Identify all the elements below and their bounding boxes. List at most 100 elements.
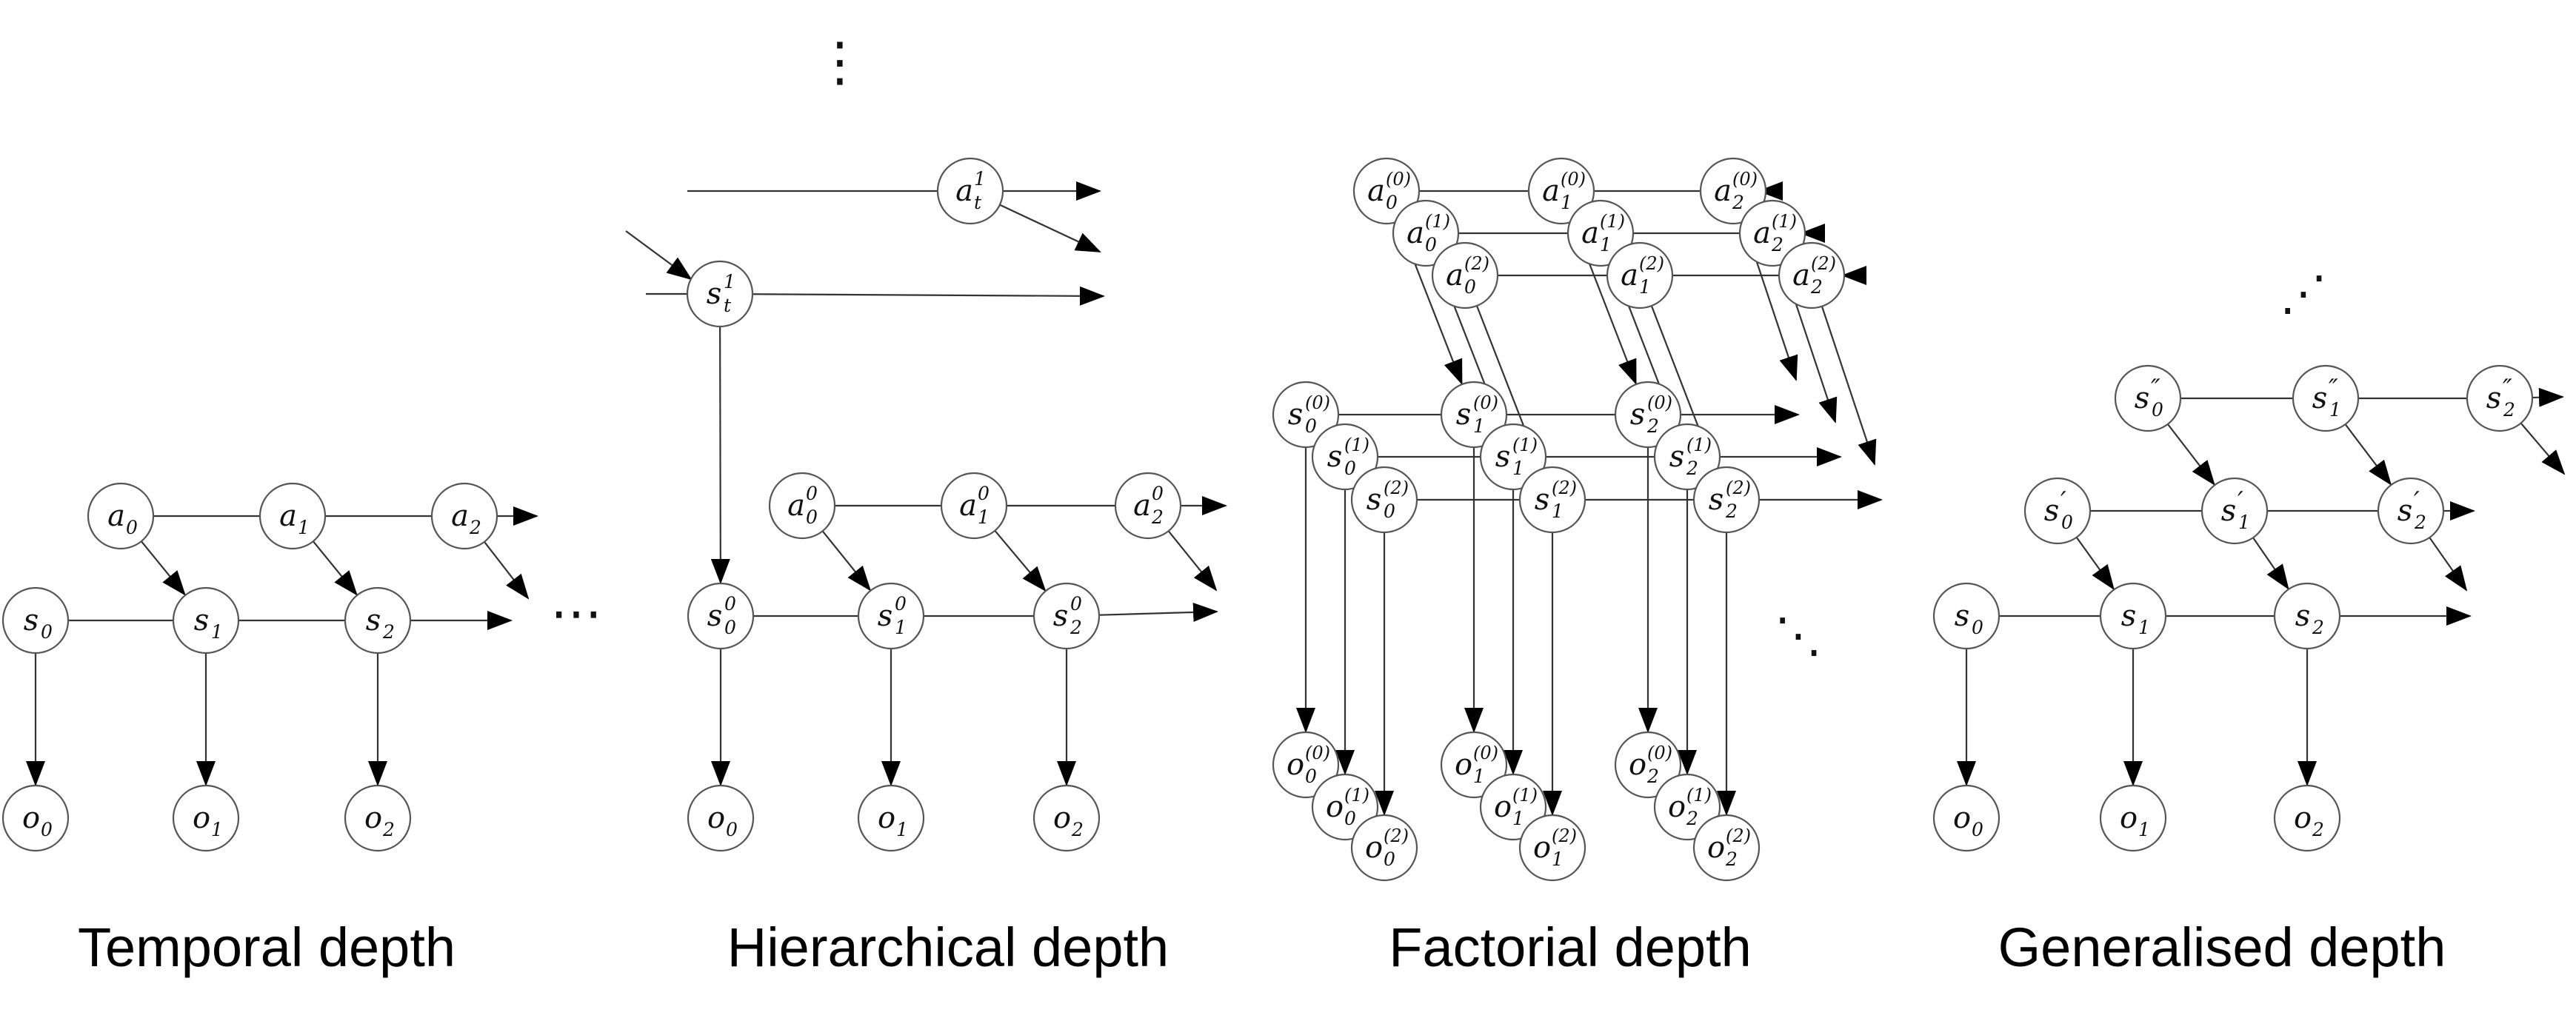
node-label-superscript: 0: [724, 593, 736, 615]
panel-title-temporal: Temporal depth: [78, 917, 456, 978]
node-label-base: s: [707, 277, 722, 311]
node-label-superscript: 0: [978, 483, 990, 504]
node-label-subscript: t: [974, 192, 982, 213]
node-label-base: s: [1535, 483, 1550, 517]
hierarchical-upper-levels-ellipsis: ⋮: [813, 30, 867, 93]
node-circle: [1311, 773, 1379, 841]
node-label-base: a: [787, 489, 805, 523]
node-label-subscript: 2: [1070, 617, 1082, 638]
node-circle: [2099, 784, 2167, 852]
node-label-subscript: 1: [895, 617, 907, 638]
node-label-superscript: (2): [1639, 253, 1664, 274]
node-label-base: a: [1753, 216, 1771, 250]
node-label-subscript: 2: [1725, 848, 1738, 870]
node-label-base: s: [2135, 381, 2150, 415]
node-circle: [1692, 466, 1761, 534]
outgoing-edge: [1167, 530, 1218, 592]
directed-edge: [710, 326, 730, 585]
node-label-base: o: [364, 801, 382, 835]
node-circle: [2273, 784, 2341, 852]
node-label-superscript: (0): [1305, 743, 1330, 763]
node-label-subscript: 1: [1473, 766, 1485, 787]
node-label-subscript: 2: [1071, 819, 1084, 840]
node-label-base: s: [194, 603, 210, 637]
temporal-continuation-ellipsis: ⋯: [550, 583, 602, 643]
node-label-base: o: [1326, 790, 1344, 824]
panel-title-generalised: Generalised depth: [1998, 917, 2446, 978]
panel-title-factorial: Factorial depth: [1389, 917, 1752, 978]
node-label-base: s: [1709, 483, 1724, 517]
node-label-subscript: 1: [896, 819, 908, 840]
node-label-subscript: 1: [2238, 512, 2250, 533]
node-circle: [2466, 364, 2534, 432]
node-label-superscript: 1: [724, 271, 735, 292]
node-label-subscript: 1: [211, 621, 223, 643]
node-label-base: a: [1621, 258, 1638, 292]
node-label-superscript: (0): [1473, 392, 1498, 413]
node-label-base: s: [878, 599, 893, 633]
node-circle: [430, 482, 498, 550]
node-label-superscript: 0: [1070, 593, 1082, 615]
node-label-base: o: [1533, 831, 1551, 865]
node-label-subscript: 2: [2312, 617, 2324, 638]
node-label-subscript: 0: [41, 819, 53, 840]
node-circle: [2200, 477, 2269, 545]
node-label-base: a: [1407, 216, 1424, 250]
node-label-base: a: [1792, 258, 1810, 292]
node-circle: [1653, 423, 1721, 491]
node-label-base: s: [2398, 494, 2413, 528]
node-label-superscript: (2): [1552, 826, 1577, 846]
directed-edge: [2344, 424, 2392, 486]
node-label-subscript: 0: [1384, 501, 1395, 522]
node-label-superscript: (1): [1772, 211, 1797, 232]
node-label-subscript: 2: [1686, 808, 1698, 829]
node-label-base: o: [1629, 748, 1646, 782]
node-label-base: s: [2486, 381, 2502, 415]
node-label-superscript: (2): [1384, 478, 1409, 498]
node-circle: [344, 586, 412, 655]
node-label-subscript: 2: [1725, 501, 1738, 522]
node-label-subscript: 2: [2503, 399, 2515, 421]
node-label-subscript: t: [724, 295, 732, 316]
directed-edge: [140, 540, 186, 596]
node-circle: [1778, 241, 1846, 309]
node-circle: [1479, 773, 1547, 841]
node-circle: [1932, 784, 2001, 852]
node-label-superscript: (0): [1647, 392, 1672, 413]
node-label-base: o: [1494, 790, 1512, 824]
factorial-factors-ellipsis: ⋱: [1775, 609, 1822, 663]
node-label-base: s: [707, 599, 723, 633]
node-label-superscript: (1): [1512, 785, 1538, 806]
node-label-subscript: 1: [2138, 617, 2150, 638]
outgoing-edge: [2532, 387, 2564, 407]
node-circle: [1614, 381, 1682, 449]
node-circle: [1, 784, 70, 852]
node-circle: [1518, 466, 1586, 534]
directed-edge: [312, 540, 358, 596]
node-label-base: o: [1455, 748, 1472, 782]
node-circle: [1, 586, 70, 655]
